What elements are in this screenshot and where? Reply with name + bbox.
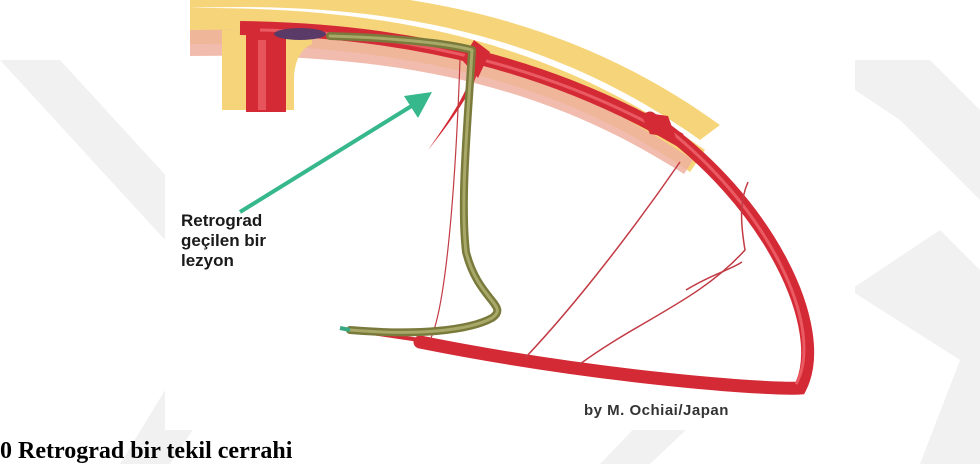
lesion-annotation: Retrograd geçilen bir lezyon bbox=[181, 211, 266, 271]
left-trunk-highlight bbox=[258, 40, 266, 110]
annotation-line: Retrograd bbox=[181, 211, 266, 231]
figure-caption: 0 Retrograd bir tekil cerrahi bbox=[0, 437, 980, 464]
guidewire-tail bbox=[340, 328, 350, 330]
annotation-line: geçilen bir bbox=[181, 231, 266, 251]
image-credit: by M. Ochiai/Japan bbox=[584, 402, 729, 419]
vessel-ostium bbox=[274, 28, 326, 40]
annotation-line: lezyon bbox=[181, 251, 266, 271]
